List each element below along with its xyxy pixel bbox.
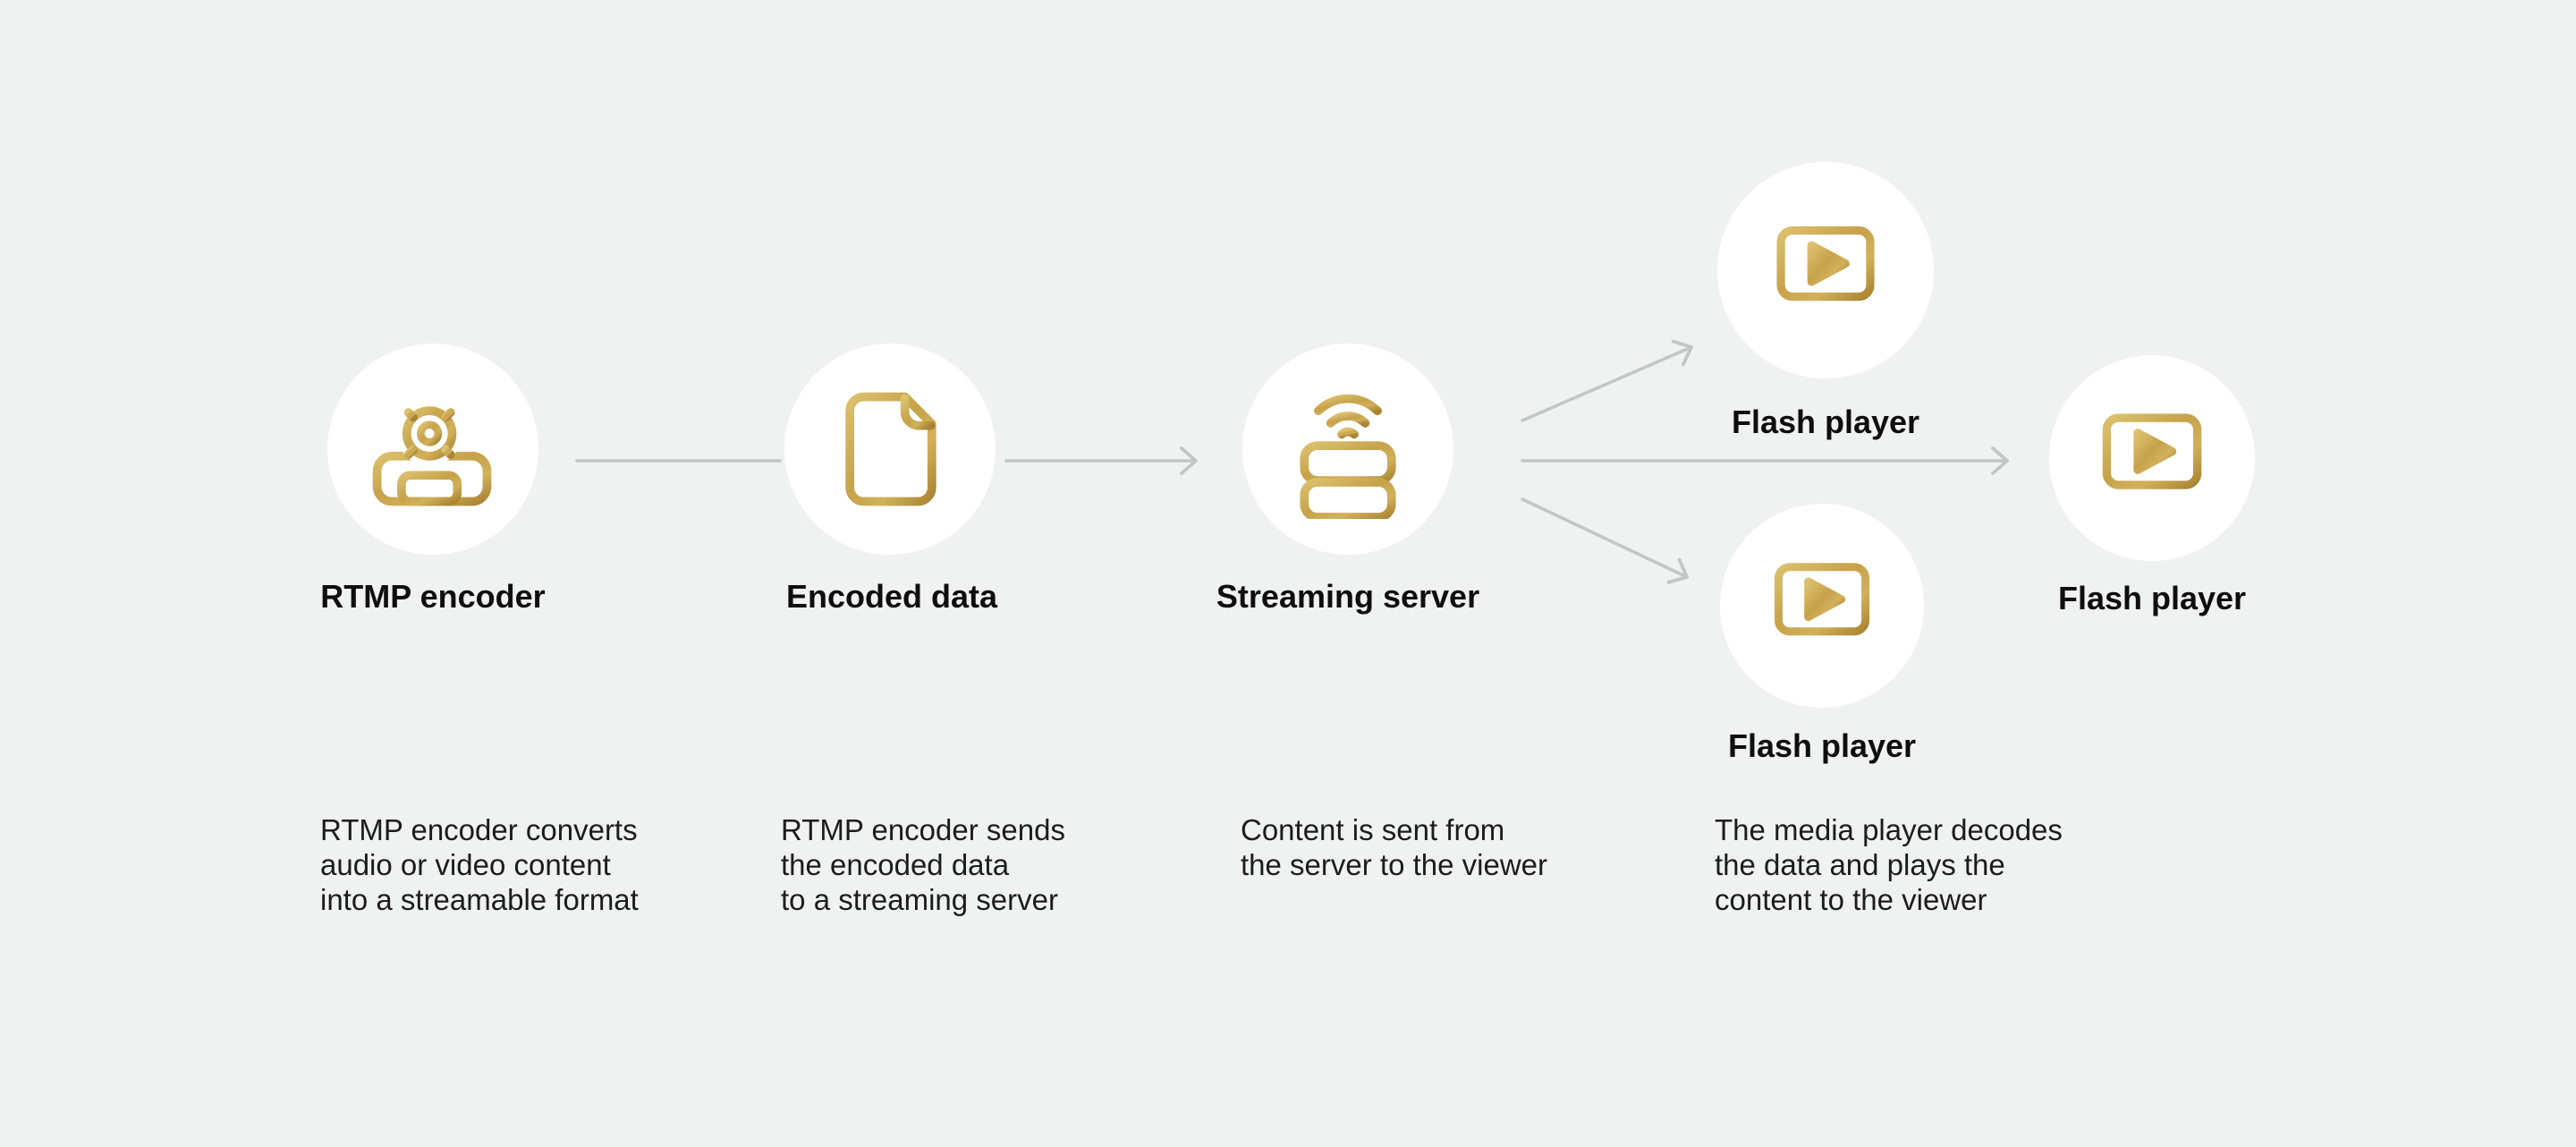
node-label-flash-player-top: Flash player: [1731, 404, 1920, 440]
media-player-icon: [1767, 225, 1885, 320]
media-player-icon: [1765, 563, 1879, 655]
description-flash-player: The media player decodes the data and pl…: [1715, 813, 2063, 916]
node-label-flash-player-right: Flash player: [2057, 580, 2247, 616]
node-label-flash-player-bottom: Flash player: [1727, 727, 1917, 764]
node-streaming-server: [1242, 344, 1453, 555]
description-encoded-data: RTMP encoder sends the encoded data to a…: [781, 813, 1065, 916]
node-label-encoded-data: Encoded data: [785, 578, 998, 615]
server-wifi-icon: [1300, 394, 1396, 519]
document-icon: [845, 392, 936, 506]
node-rtmp-encoder: [327, 344, 538, 555]
node-label-rtmp-encoder: RTMP encoder: [320, 578, 546, 615]
node-flash-player-bottom: [1720, 504, 1924, 708]
node-encoded-data: [784, 344, 996, 555]
node-flash-player-right: [2049, 355, 2255, 561]
media-player-icon: [2092, 413, 2212, 509]
node-flash-player-top: [1717, 162, 1934, 378]
description-rtmp-encoder: RTMP encoder converts audio or video con…: [320, 813, 639, 916]
encoder-device-icon: [372, 399, 492, 506]
arrow-server-to-player-bottom: [1521, 497, 1689, 584]
node-label-streaming-server: Streaming server: [1216, 578, 1480, 615]
arrow-server-to-player-top: [1521, 339, 1693, 422]
description-streaming-server: Content is sent from the server to the v…: [1241, 813, 1547, 881]
